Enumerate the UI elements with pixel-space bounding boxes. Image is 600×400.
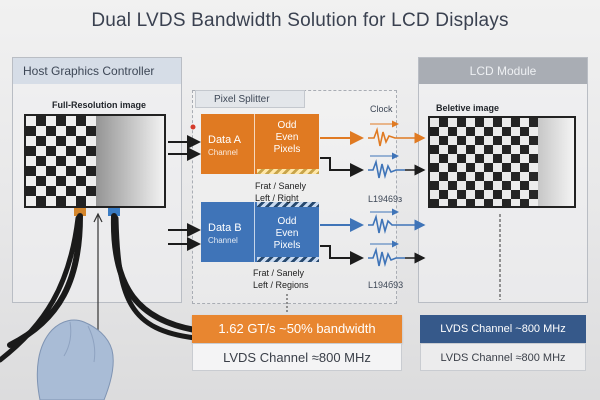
- clock-label: Clock: [370, 104, 393, 114]
- channel-a-pixels-2: Even: [275, 132, 299, 143]
- channel-b-block: Data B Channel Odd Even Pixels: [201, 202, 319, 262]
- signal-code-a: L19469з: [368, 194, 403, 204]
- diagram-title: Dual LVDS Bandwidth Solution for LCD Dis…: [91, 10, 509, 31]
- channel-a-sub: Channel: [208, 148, 238, 157]
- host-image-caption: Full-Resolution image: [52, 100, 147, 110]
- lcd-image-caption: Beletive image: [436, 103, 500, 113]
- pixel-splitter-label: Pixel Splitter: [195, 90, 305, 108]
- lcd-module-header: LCD Module: [419, 58, 587, 84]
- channel-b-name: Data B: [208, 222, 242, 234]
- channel-b-output-arrows: [320, 218, 364, 265]
- checkerboard-gradient-image: [26, 116, 164, 206]
- lcd-screen: [428, 116, 576, 208]
- channel-b-pixels-3: Pixels: [273, 240, 301, 251]
- clock-waveform-a: [368, 120, 426, 147]
- indicator-dot: [190, 124, 196, 130]
- bandwidth-box: 1.62 GT/s ~50% bandwidth: [192, 315, 402, 343]
- signal-code-b: L194б93: [368, 280, 404, 290]
- channel-b-pixels-1: Odd: [277, 216, 297, 227]
- data-waveform-a: [368, 152, 426, 180]
- regions-a-label: Frat / Sanely Left / Right: [255, 181, 307, 203]
- lvds-right-bottom-box: LVDS Channel ≈800 MHz: [420, 343, 586, 371]
- channel-a-stripe: [257, 169, 319, 174]
- host-screen: [24, 114, 166, 208]
- regions-b-label: Frat / Sanely Left / Regions: [253, 268, 309, 290]
- channel-a-pixels-3: Pixels: [273, 144, 301, 155]
- channel-a-block: Data A Channel Odd Even Pixels: [201, 114, 319, 174]
- channel-b-pixels-2: Even: [275, 228, 299, 239]
- channel-b-stripe-bottom: [257, 257, 319, 262]
- clock-waveform-b: [368, 208, 426, 235]
- channel-b-sub: Channel: [208, 236, 238, 245]
- channel-a-output-arrows: [320, 131, 364, 177]
- channel-a-name: Data A: [208, 134, 242, 146]
- lvds-left-box: LVDS Channel ≈800 MHz: [192, 343, 402, 371]
- gloved-hand-icon: [36, 319, 114, 400]
- channel-b-stripe-top: [257, 202, 319, 207]
- channel-a-pixels-1: Odd: [277, 120, 297, 131]
- cable-bundle-icon: [0, 213, 198, 363]
- connector-b-icon: [108, 208, 120, 216]
- lvds-right-top-box: LVDS Channel ~800 MHz: [420, 315, 586, 343]
- data-waveform-b: [368, 240, 426, 268]
- host-controller-header: Host Graphics Controller: [13, 58, 181, 84]
- host-to-channel-arrows: [168, 135, 201, 251]
- lcd-checkerboard-image: [430, 118, 574, 206]
- connector-a-icon: [74, 208, 86, 216]
